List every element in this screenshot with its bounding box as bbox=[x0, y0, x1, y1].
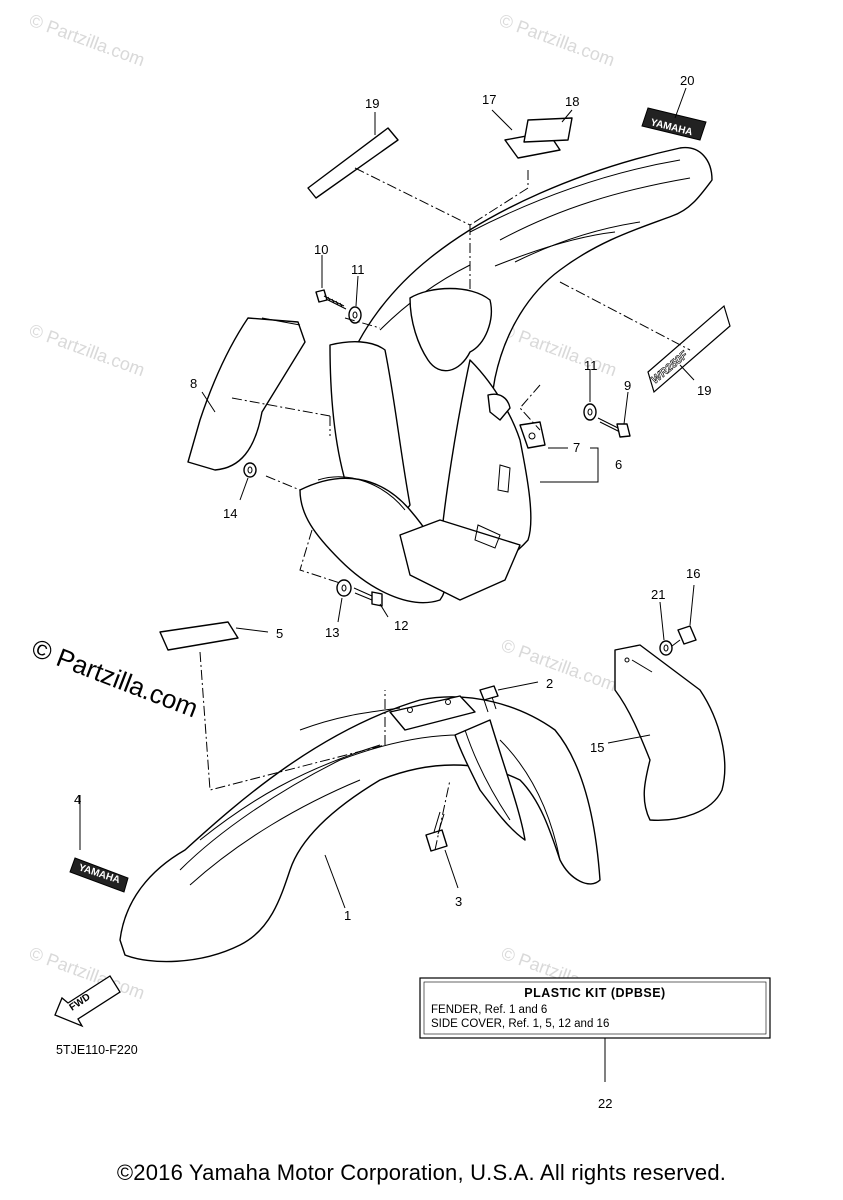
leader-lines bbox=[79, 87, 695, 1082]
washer-11-right bbox=[583, 403, 597, 421]
front-fender bbox=[119, 695, 601, 963]
callout-22: 22 bbox=[598, 1096, 612, 1111]
rear-fender bbox=[299, 146, 713, 604]
callout-18: 18 bbox=[565, 94, 579, 109]
washer-21 bbox=[659, 640, 673, 656]
callout-19: 19 bbox=[697, 383, 711, 398]
callout-4: 4 bbox=[74, 792, 81, 807]
bolt-2 bbox=[479, 685, 499, 713]
diagram-code: 5TJE110-F220 bbox=[56, 1043, 138, 1057]
forward-arrow-icon: FWD bbox=[54, 975, 121, 1028]
bolt-12 bbox=[353, 587, 383, 607]
watermark: © Partzilla.com bbox=[27, 10, 148, 70]
watermark: © Partzilla.com bbox=[497, 10, 618, 70]
washer-11-top bbox=[348, 306, 362, 324]
watermark: © Partzilla.com bbox=[499, 320, 620, 380]
callout-11: 11 bbox=[584, 358, 598, 373]
callout-3: 3 bbox=[455, 894, 462, 909]
washer-14 bbox=[243, 462, 257, 478]
callout-21: 21 bbox=[651, 587, 665, 602]
dashed-lines bbox=[199, 167, 691, 851]
callout-13: 13 bbox=[325, 625, 339, 640]
callout-6: 6 bbox=[615, 457, 622, 472]
decal-4: YAMAHA bbox=[69, 857, 129, 893]
callout-14: 14 bbox=[223, 506, 237, 521]
decal-18 bbox=[523, 117, 573, 143]
callout-labels: 1 2 3 4 5 6 7 8 9 10 11 11 12 13 14 15 1… bbox=[74, 73, 711, 1111]
bolt-9 bbox=[597, 417, 631, 438]
callout-11: 11 bbox=[351, 262, 365, 277]
callout-19: 19 bbox=[365, 96, 379, 111]
screw-16 bbox=[671, 625, 697, 647]
callout-7: 7 bbox=[573, 440, 580, 455]
plastic-kit-box: PLASTIC KIT (DPBSE) FENDER, Ref. 1 and 6… bbox=[419, 977, 771, 1039]
watermark: © Partzilla.com bbox=[27, 320, 148, 380]
callout-9: 9 bbox=[624, 378, 631, 393]
callout-10: 10 bbox=[314, 242, 328, 257]
kit-line-side-cover: SIDE COVER, Ref. 1, 5, 12 and 16 bbox=[431, 1018, 609, 1030]
callout-1: 1 bbox=[344, 908, 351, 923]
decal-5 bbox=[159, 621, 239, 651]
callout-5: 5 bbox=[276, 626, 283, 641]
callout-2: 2 bbox=[546, 676, 553, 691]
callout-16: 16 bbox=[686, 566, 700, 581]
side-cover-8 bbox=[187, 317, 306, 471]
side-cover-15 bbox=[614, 644, 726, 821]
decal-19-top bbox=[307, 127, 399, 199]
callout-8: 8 bbox=[190, 376, 197, 391]
callout-12: 12 bbox=[394, 618, 408, 633]
bolt-10 bbox=[315, 289, 347, 310]
callout-20: 20 bbox=[680, 73, 694, 88]
callout-15: 15 bbox=[590, 740, 604, 755]
kit-line-fender: FENDER, Ref. 1 and 6 bbox=[431, 1004, 547, 1016]
kit-title: PLASTIC KIT (DPBSE) bbox=[524, 986, 665, 1000]
decal-20: YAMAHA bbox=[641, 107, 707, 141]
washer-13 bbox=[336, 579, 352, 597]
callout-17: 17 bbox=[482, 92, 496, 107]
copyright-text: ©2016 Yamaha Motor Corporation, U.S.A. A… bbox=[116, 1160, 727, 1185]
